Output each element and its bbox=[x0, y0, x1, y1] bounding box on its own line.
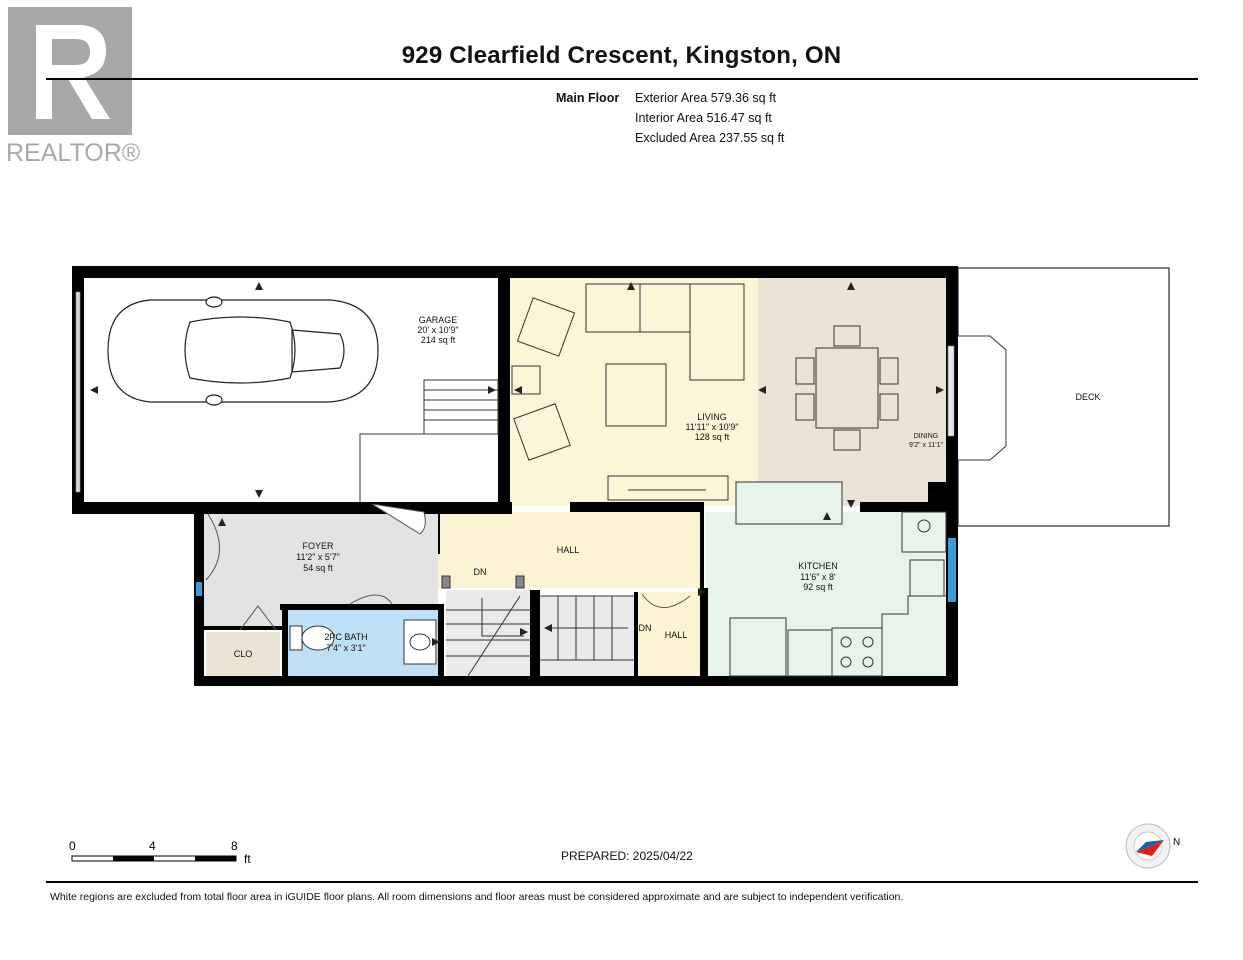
bath-dims: 7'4" x 3'1" bbox=[326, 643, 365, 653]
kitchen-area: 92 sq ft bbox=[803, 582, 833, 592]
stairs-right-label: DN bbox=[639, 623, 652, 633]
living-name: LIVING bbox=[697, 412, 727, 422]
realtor-wordmark: REALTOR® bbox=[6, 139, 141, 167]
closet-name: CLO bbox=[234, 649, 253, 659]
hall-small-fill bbox=[636, 592, 700, 676]
car-icon bbox=[107, 296, 379, 406]
dining-table bbox=[795, 325, 899, 451]
scale-bar: 0 4 8 ft bbox=[69, 839, 251, 866]
living-furniture bbox=[511, 283, 745, 501]
kitchen-fixtures bbox=[729, 481, 947, 677]
north-compass-icon: N bbox=[1125, 823, 1180, 869]
dining-dims: 9'2" x 11'1" bbox=[909, 442, 943, 449]
prepared-date: PREPARED: 2025/04/22 bbox=[561, 849, 693, 863]
stairs-left-fill bbox=[446, 590, 532, 676]
foyer-dims: 11'2" x 5'7" bbox=[296, 552, 340, 562]
kitchen-window bbox=[948, 538, 956, 602]
stairs-right bbox=[540, 595, 634, 661]
dining-name: DINING bbox=[914, 433, 939, 440]
scale-tick-8: 8 bbox=[231, 839, 238, 853]
hall-small-name: HALL bbox=[665, 630, 688, 640]
floor-label: Main Floor bbox=[556, 91, 620, 105]
kitchen-dims: 11'6" x 8' bbox=[800, 572, 836, 582]
bath-fixtures bbox=[289, 619, 437, 665]
interior-area: Interior Area 516.47 sq ft bbox=[635, 111, 772, 125]
garage-dims: 20' x 10'9" bbox=[417, 325, 458, 335]
header-rule bbox=[46, 78, 1198, 80]
stairs-left-label: DN bbox=[474, 567, 487, 577]
disclaimer: White regions are excluded from total fl… bbox=[50, 891, 904, 903]
excluded-area: Excluded Area 237.55 sq ft bbox=[635, 131, 785, 145]
kitchen-name: KITCHEN bbox=[798, 561, 838, 571]
bath-name: 2PC BATH bbox=[324, 632, 367, 642]
living-dims: 11'11" x 10'9" bbox=[685, 422, 738, 432]
foyer-fill bbox=[202, 512, 438, 608]
hall-fill bbox=[438, 512, 700, 588]
page-title: 929 Clearfield Crescent, Kingston, ON bbox=[401, 42, 842, 69]
deck-name: DECK bbox=[1075, 392, 1100, 402]
stairs-right-fill bbox=[540, 596, 634, 676]
scale-tick-4: 4 bbox=[149, 839, 156, 853]
scale-tick-0: 0 bbox=[69, 839, 76, 853]
compass-label: N bbox=[1173, 837, 1180, 848]
footer-rule bbox=[46, 881, 1198, 883]
garage-name: GARAGE bbox=[419, 315, 458, 325]
realtor-logo: REALTOR® bbox=[6, 7, 141, 167]
garage-area: 214 sq ft bbox=[421, 335, 456, 345]
garage-stairs bbox=[359, 379, 499, 502]
closet-fill bbox=[206, 632, 280, 676]
foyer-window bbox=[196, 582, 202, 596]
hall-main-name: HALL bbox=[557, 545, 580, 555]
scale-unit: ft bbox=[244, 852, 251, 866]
foyer-area: 54 sq ft bbox=[303, 563, 333, 573]
foyer-name: FOYER bbox=[302, 541, 334, 551]
exterior-area: Exterior Area 579.36 sq ft bbox=[635, 91, 777, 105]
stairs-left bbox=[441, 575, 532, 677]
living-area: 128 sq ft bbox=[695, 432, 730, 442]
